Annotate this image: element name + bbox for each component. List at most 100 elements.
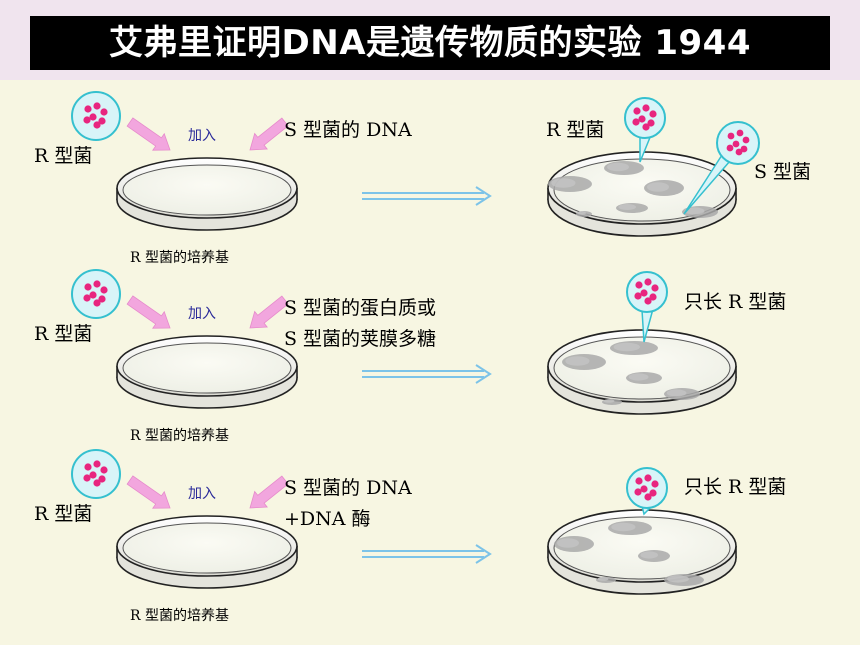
pink-arrow-shape bbox=[249, 475, 289, 509]
bacterium-icon bbox=[651, 480, 659, 488]
dish-medium bbox=[553, 336, 731, 400]
bacteria-label: R 型菌 bbox=[34, 145, 92, 167]
colony-icon bbox=[554, 536, 594, 552]
colony-blob bbox=[607, 162, 629, 172]
dish-medium bbox=[553, 516, 731, 580]
bacterium-icon bbox=[98, 295, 106, 303]
double-arrow-icon bbox=[362, 544, 492, 564]
additive-label: S 型菌的 DNA bbox=[284, 119, 412, 141]
bacterium-icon bbox=[644, 493, 652, 501]
pink-arrow-icon bbox=[126, 117, 171, 151]
bacteria-bubble-icon bbox=[626, 271, 668, 343]
bacterium-icon bbox=[644, 297, 652, 305]
bacterium-icon bbox=[93, 121, 101, 129]
bacterium-icon bbox=[632, 118, 640, 126]
colony-icon bbox=[548, 176, 592, 192]
petri-dish-icon bbox=[116, 335, 298, 409]
double-arrow-icon bbox=[362, 186, 492, 206]
colony-icon bbox=[682, 206, 718, 218]
bacterium-icon bbox=[83, 294, 91, 302]
pink-arrow-shape bbox=[126, 117, 171, 151]
bacterium-icon bbox=[100, 466, 108, 474]
bacteria-bubble-icon bbox=[71, 269, 121, 319]
petri-dish-icon bbox=[547, 509, 737, 595]
dish-medium bbox=[122, 522, 292, 574]
bacterium-icon bbox=[638, 115, 646, 123]
slide-title: 艾弗里证明DNA是遗传物质的实验 1944 bbox=[109, 23, 751, 63]
petri-dish-icon bbox=[116, 515, 298, 589]
colony-blob bbox=[557, 538, 579, 548]
bacterium-icon bbox=[93, 280, 101, 288]
bacterium-icon bbox=[736, 129, 744, 137]
colony-icon bbox=[664, 388, 700, 400]
colony-icon bbox=[616, 203, 648, 213]
additive-label: +DNA 酶 bbox=[284, 508, 371, 530]
result-label: S 型菌 bbox=[754, 161, 811, 183]
additive-label: S 型菌的 DNA bbox=[284, 477, 412, 499]
bacterium-icon bbox=[732, 140, 740, 148]
bacterium-icon bbox=[640, 485, 648, 493]
arrow-head bbox=[475, 364, 492, 384]
bacterium-icon bbox=[635, 281, 643, 289]
add-label: 加入 bbox=[188, 306, 216, 322]
colony-blob bbox=[577, 211, 586, 215]
petri-dish-icon bbox=[547, 329, 737, 415]
bacterium-icon bbox=[740, 145, 748, 153]
colony-blob bbox=[611, 522, 636, 532]
colony-icon bbox=[664, 574, 704, 586]
bacterium-icon bbox=[642, 123, 650, 131]
bacterium-icon bbox=[651, 284, 659, 292]
bacterium-icon bbox=[634, 488, 642, 496]
colony-blob bbox=[618, 204, 636, 210]
bacterium-icon bbox=[742, 136, 750, 144]
colony-blob bbox=[603, 399, 615, 403]
medium-label: R 型菌的培养基 bbox=[130, 427, 229, 444]
bacterium-icon bbox=[735, 148, 743, 156]
colony-icon bbox=[610, 341, 658, 355]
pink-arrow-icon bbox=[249, 117, 289, 151]
colony-icon bbox=[608, 521, 652, 535]
bacterium-icon bbox=[635, 477, 643, 485]
dish-medium bbox=[122, 342, 292, 394]
bacterium-icon bbox=[649, 489, 657, 497]
bacterium-icon bbox=[93, 460, 101, 468]
bacteria-bubble-icon bbox=[71, 91, 121, 141]
bacterium-icon bbox=[93, 479, 101, 487]
colony-blob bbox=[684, 207, 705, 215]
medium-label: R 型菌的培养基 bbox=[130, 607, 229, 624]
bacterium-icon bbox=[647, 119, 655, 127]
bacterium-icon bbox=[93, 102, 101, 110]
bacterium-icon bbox=[644, 278, 652, 286]
bacterium-icon bbox=[84, 283, 92, 291]
result-label: R 型菌 bbox=[546, 119, 604, 141]
title-bar: 艾弗里证明DNA是遗传物质的实验 1944 bbox=[30, 16, 830, 70]
bacteria-bubble-icon bbox=[683, 121, 760, 215]
colony-blob bbox=[647, 182, 669, 192]
bacterium-icon bbox=[98, 117, 106, 125]
colony-icon bbox=[602, 399, 622, 405]
bacterium-icon bbox=[634, 292, 642, 300]
additive-label: S 型菌的蛋白质或 bbox=[284, 297, 436, 319]
colony-icon bbox=[562, 354, 606, 370]
colony-icon bbox=[596, 577, 616, 583]
petri-dish-icon bbox=[547, 151, 737, 237]
colony-blob bbox=[628, 373, 649, 381]
bacterium-icon bbox=[726, 144, 734, 152]
bacterium-icon bbox=[100, 108, 108, 116]
bacteria-bubble-icon bbox=[624, 97, 666, 163]
bacterium-icon bbox=[83, 474, 91, 482]
bacterium-icon bbox=[100, 286, 108, 294]
bacterium-icon bbox=[640, 289, 648, 297]
pink-arrow-shape bbox=[126, 295, 171, 329]
colony-icon bbox=[576, 211, 592, 217]
bacteria-bubble-icon bbox=[626, 467, 668, 516]
pink-arrow-icon bbox=[126, 475, 171, 509]
add-label: 加入 bbox=[188, 486, 216, 502]
colony-icon bbox=[626, 372, 662, 384]
result-label: 只长 R 型菌 bbox=[684, 291, 786, 313]
